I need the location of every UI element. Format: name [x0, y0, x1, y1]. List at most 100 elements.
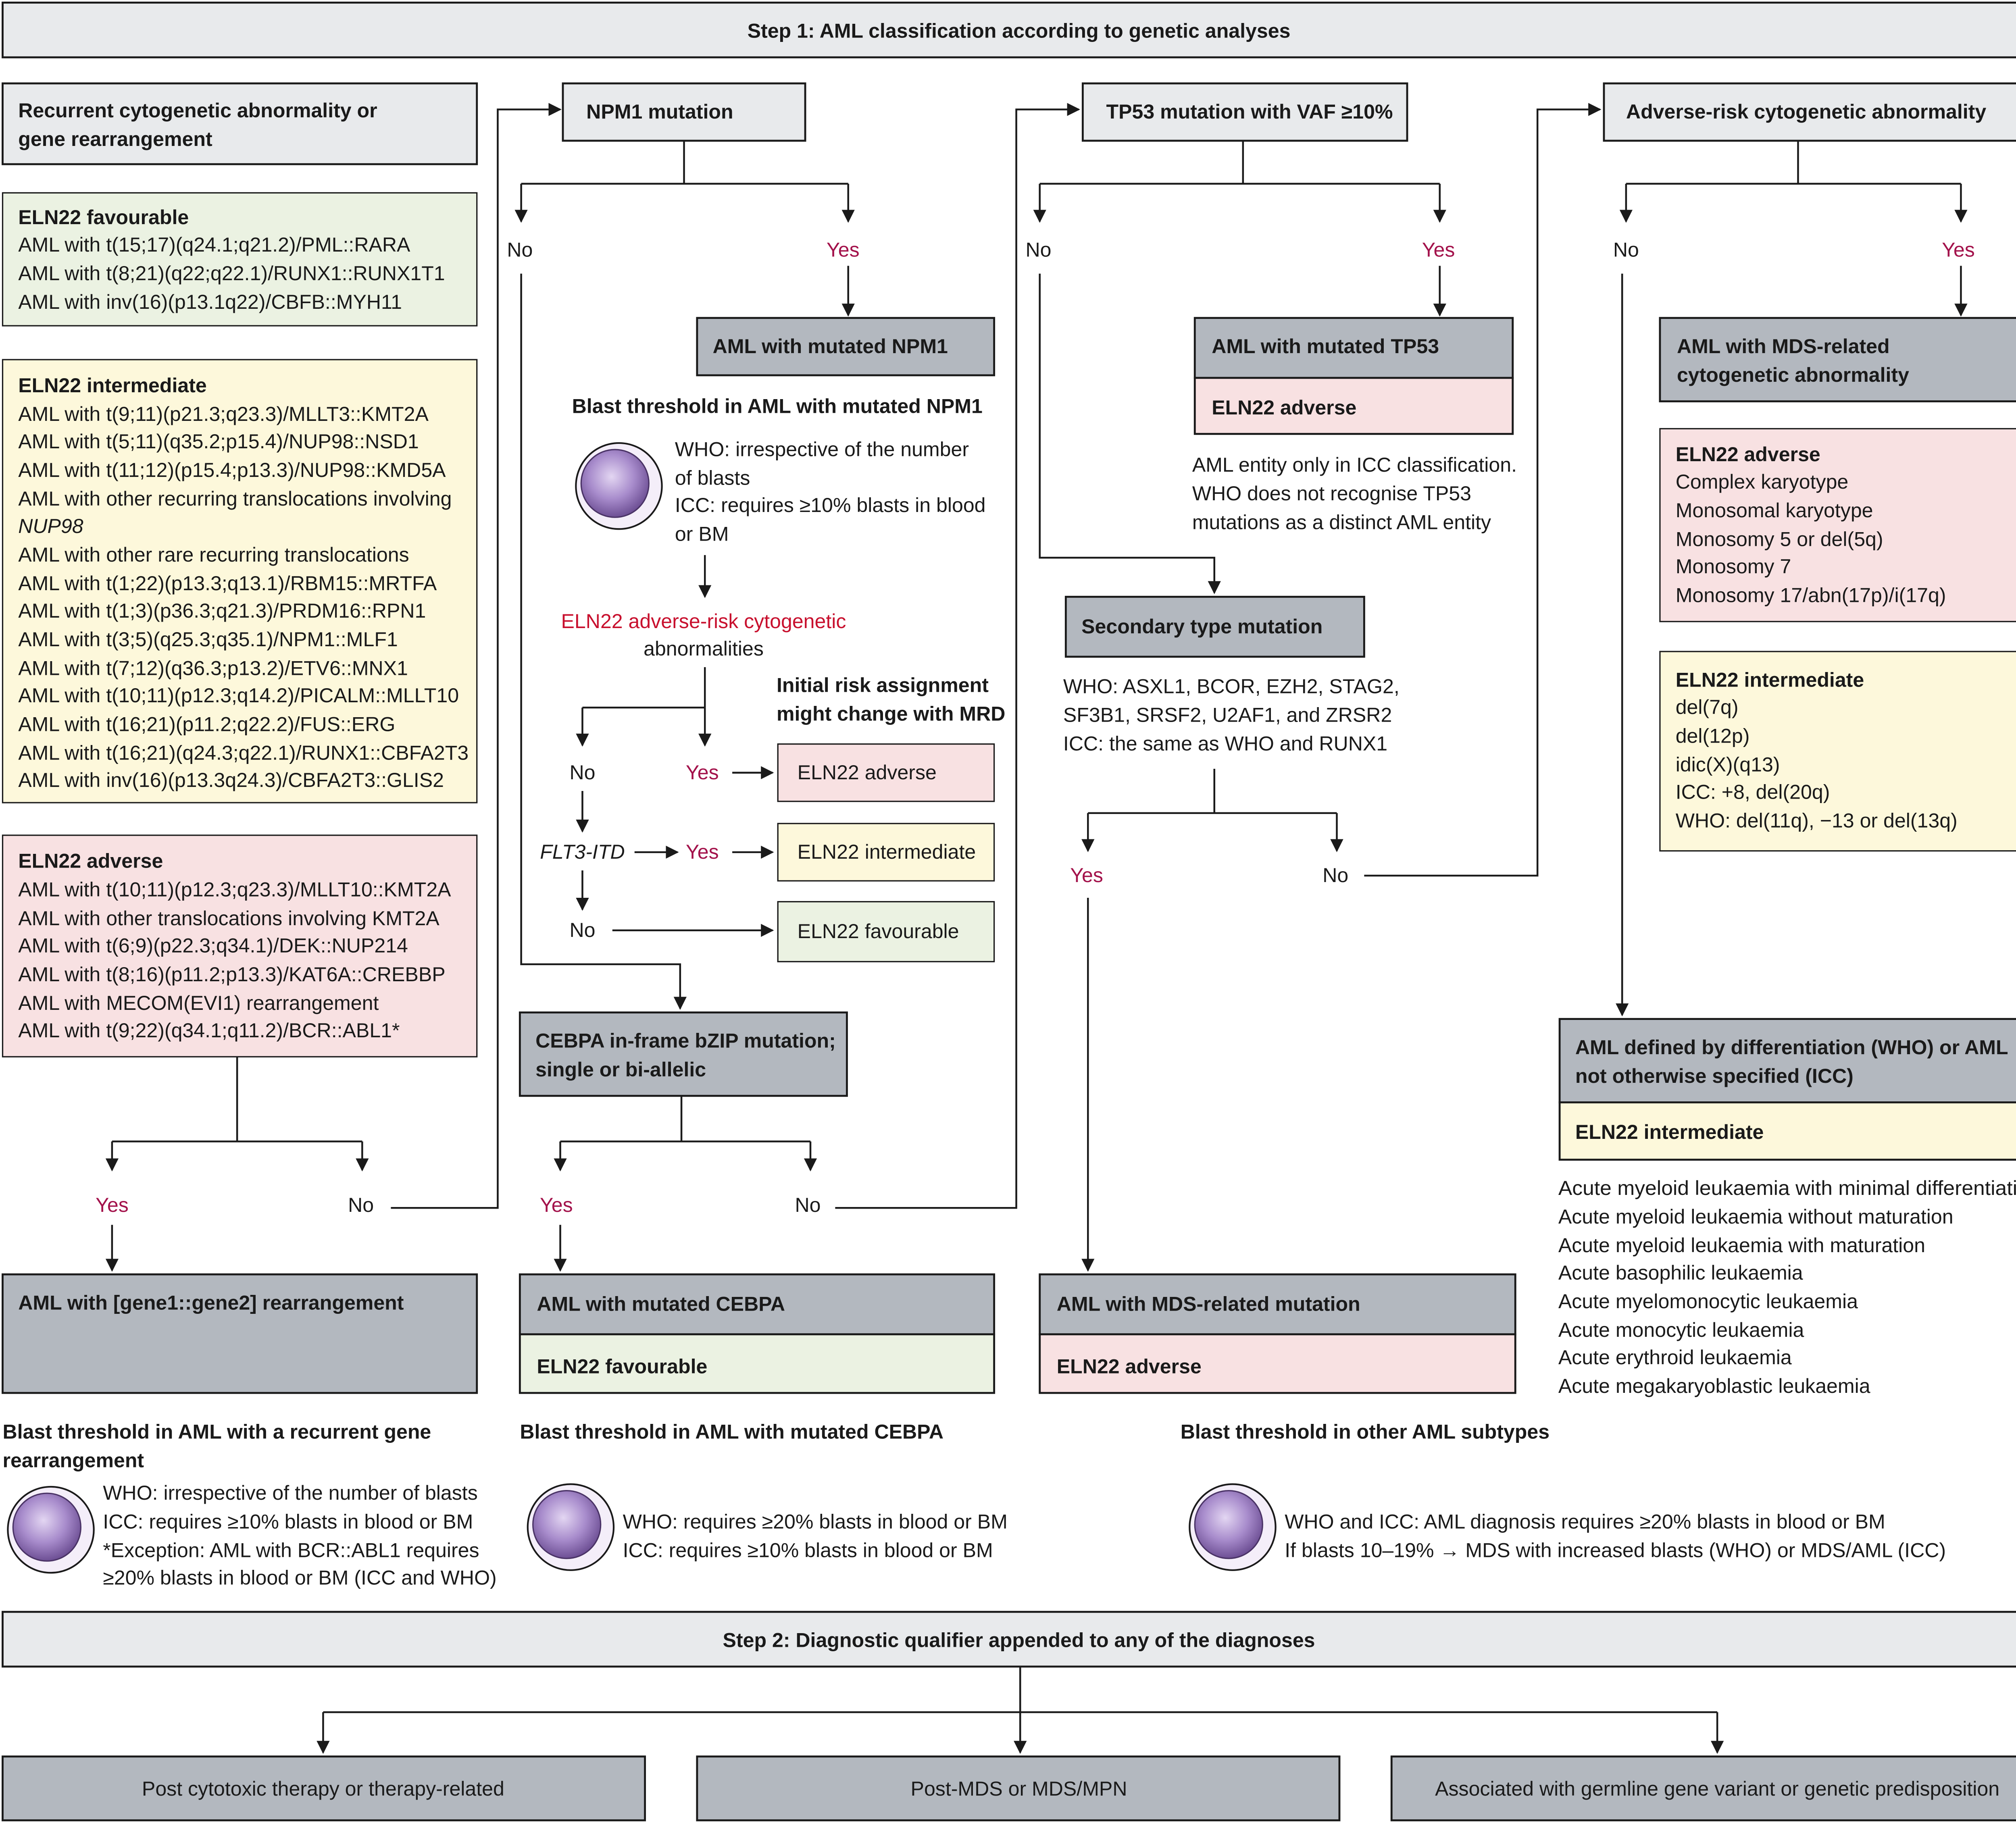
blast-line: ICC: requires ≥10% blasts in blood or BM	[103, 1510, 473, 1533]
cebpa-blast-threshold: Blast threshold in AML with mutated CEBP…	[520, 1420, 1008, 1571]
blast-line: WHO and ICC: AML diagnosis requires ≥20%…	[1285, 1510, 1885, 1533]
intermediate-line: AML with t(1;22)(p13.3;q13.1)/RBM15::MRT…	[18, 572, 437, 595]
adverse-title: ELN22 adverse	[1676, 443, 1820, 466]
intermediate-title: ELN22 intermediate	[18, 374, 207, 397]
npm1-result-text: AML with mutated NPM1	[713, 335, 948, 358]
no-label: No	[1025, 239, 1051, 261]
defined-risk-text: ELN22 intermediate	[1575, 1121, 1764, 1143]
npm1-result-box: AML with mutated NPM1	[696, 317, 996, 377]
qualifier-text: Post-MDS or MDS/MPN	[911, 1777, 1127, 1800]
col1-header-line: gene rearrangement	[18, 128, 212, 150]
blast-title: Blast threshold in AML with mutated CEBP…	[520, 1420, 943, 1443]
step1-title: Step 1: AML classification according to …	[748, 20, 1291, 42]
adverse-line: Monosomy 17/abn(17p)/i(17q)	[1676, 584, 1946, 606]
defined-line: AML defined by differentiation (WHO) or …	[1575, 1036, 2008, 1059]
blast-title: rearrangement	[2, 1449, 144, 1471]
qualifier-text: Post cytotoxic therapy or therapy-relate…	[142, 1777, 504, 1800]
adverse-line: Monosomal karyotype	[1676, 499, 1873, 522]
flt3-itd-label: FLT3-ITD	[540, 841, 625, 863]
defined-line: not otherwise specified (ICC)	[1575, 1065, 1854, 1087]
risk-label: ELN22 intermediate	[798, 841, 976, 863]
yes-label: Yes	[1070, 864, 1103, 887]
adverse-line: AML with other translocations involving …	[18, 907, 439, 930]
col4-intermediate-box: ELN22 intermediate del(7q) del(12p) idic…	[1659, 651, 2016, 852]
blast-line: of blasts	[675, 466, 750, 489]
blast-line: ≥20% blasts in blood or BM (ICC and WHO)	[103, 1566, 496, 1589]
intermediate-line: AML with t(16;21)(q24.3;q22.1)/RUNX1::CB…	[18, 741, 469, 764]
intermediate-line: del(7q)	[1676, 696, 1739, 718]
no-label: No	[795, 1194, 821, 1216]
col2-header-box: NPM1 mutation	[562, 82, 806, 142]
intermediate-line: AML with t(10;11)(p12.3;q14.2)/PICALM::M…	[18, 684, 459, 707]
qualifier-germline: Associated with germline gene variant or…	[1390, 1755, 2016, 1821]
adverse-line: AML with MECOM(EVI1) rearrangement	[18, 992, 379, 1014]
npm1-blast-threshold: Blast threshold in AML with mutated NPM1…	[572, 395, 986, 545]
col1-header-line: Recurrent cytogenetic abnormality or	[18, 99, 377, 122]
mds-risk-text: ELN22 adverse	[1057, 1355, 1202, 1378]
blast-cell-icon	[575, 442, 663, 530]
secondary-line: SF3B1, SRSF2, U2AF1, and ZRSR2	[1063, 704, 1392, 726]
blast-title: Blast threshold in AML with mutated NPM1	[572, 395, 983, 418]
no-label: No	[1613, 239, 1639, 261]
risk-adverse-box: ELN22 adverse	[777, 743, 995, 802]
cebpa-branch-connectors	[554, 103, 1080, 1272]
no-label: No	[348, 1194, 374, 1216]
no-label: No	[569, 919, 595, 941]
blast-line: ICC: requires ≥10% blasts in blood or BM	[623, 1539, 993, 1561]
mrd-note-line: might change with MRD	[777, 702, 1005, 725]
intermediate-line: del(12p)	[1676, 724, 1750, 747]
favourable-title: ELN22 favourable	[18, 206, 189, 229]
col1-favourable-box: ELN22 favourable AML with t(15;17)(q24.1…	[2, 192, 478, 327]
yes-label: Yes	[686, 761, 719, 784]
yes-label: Yes	[540, 1194, 573, 1216]
col1-header-box: Recurrent cytogenetic abnormality or gen…	[2, 82, 478, 165]
secondary-mutation-box: Secondary type mutation	[1064, 595, 1365, 658]
no-label: No	[507, 239, 533, 261]
intermediate-line: AML with other rare recurring translocat…	[18, 543, 409, 566]
adverse-cyto-header-text: Adverse-risk cytogenetic abnormality	[1626, 100, 1986, 123]
adverse-line: AML with t(9;22)(q34.1;q11.2)/BCR::ABL1*	[18, 1019, 400, 1042]
step1-header: Step 1: AML classification according to …	[2, 2, 2016, 58]
col3-header-box: TP53 mutation with VAF ≥10%	[1081, 82, 1408, 142]
col1-branch-connectors	[105, 103, 562, 1272]
col3-branch-connectors	[1033, 103, 1602, 1272]
adverse-line: AML with t(6;9)(p22.3;q34.1)/DEK::NUP214	[18, 934, 408, 957]
npm1-header-text: NPM1 mutation	[586, 100, 733, 123]
subtype-item: Acute myelomonocytic leukaemia	[1558, 1290, 1858, 1313]
qualifier-post-mds: Post-MDS or MDS/MPN	[696, 1755, 1341, 1821]
secondary-title: Secondary type mutation	[1081, 615, 1322, 638]
intermediate-line: AML with t(1;3)(p36.3;q21.3)/PRDM16::RPN…	[18, 599, 426, 622]
yes-label: Yes	[1422, 239, 1455, 261]
blast-cell-icon	[7, 1486, 95, 1574]
tp53-result-text: AML with mutated TP53	[1212, 335, 1439, 358]
col4-header-box: Adverse-risk cytogenetic abnormality	[1603, 82, 2016, 142]
intermediate-line: ICC: +8, del(20q)	[1676, 780, 1830, 803]
cebpa-risk-text: ELN22 favourable	[537, 1355, 707, 1378]
mrd-note-line: Initial risk assignment	[777, 674, 989, 696]
yes-label: Yes	[686, 841, 719, 863]
aml-subtype-list: Acute myeloid leukaemia with minimal dif…	[1558, 1177, 2016, 1397]
favourable-line: AML with t(15;17)(q24.1;q21.2)/PML::RARA	[18, 233, 410, 256]
step2-connectors	[317, 1666, 1724, 1754]
cebpa-result-text: AML with mutated CEBPA	[537, 1293, 785, 1315]
step2-title: Step 2: Diagnostic qualifier appended to…	[723, 1629, 1315, 1651]
tp53-note-line: AML entity only in ICC classification.	[1192, 454, 1517, 476]
defined-by-differentiation-box: AML defined by differentiation (WHO) or …	[1558, 1018, 2016, 1161]
blast-title: Blast threshold in AML with a recurrent …	[2, 1420, 431, 1443]
col1-adverse-box: ELN22 adverse AML with t(10;11)(p12.3;q2…	[2, 835, 478, 1057]
blast-line: WHO: irrespective of the number	[675, 438, 969, 460]
adverse-line: Complex karyotype	[1676, 470, 1849, 493]
blast-line: If blasts 10–19% → MDS with increased bl…	[1285, 1539, 1946, 1561]
no-label: No	[1322, 864, 1348, 887]
subtype-item: Acute basophilic leukaemia	[1558, 1261, 1803, 1284]
blast-cell-icon	[527, 1483, 615, 1571]
blast-cell-icon	[1189, 1483, 1277, 1571]
intermediate-line: AML with t(11;12)(p15.4;p13.3)/NUP98::KM…	[18, 459, 446, 481]
col4-branch-connectors	[1616, 141, 1968, 1017]
favourable-line: AML with t(8;21)(q22;q22.1)/RUNX1::RUNX1…	[18, 262, 445, 285]
col1-result-box: AML with [gene1::gene2] rearrangement	[2, 1273, 478, 1394]
cebpa-box: CEBPA in-frame bZIP mutation; single or …	[519, 1011, 848, 1097]
col1-intermediate-box: ELN22 intermediate AML with t(9;11)(p21.…	[2, 359, 478, 803]
secondary-line: ICC: the same as WHO and RUNX1	[1063, 733, 1387, 755]
cebpa-line: single or bi-allelic	[535, 1058, 706, 1081]
